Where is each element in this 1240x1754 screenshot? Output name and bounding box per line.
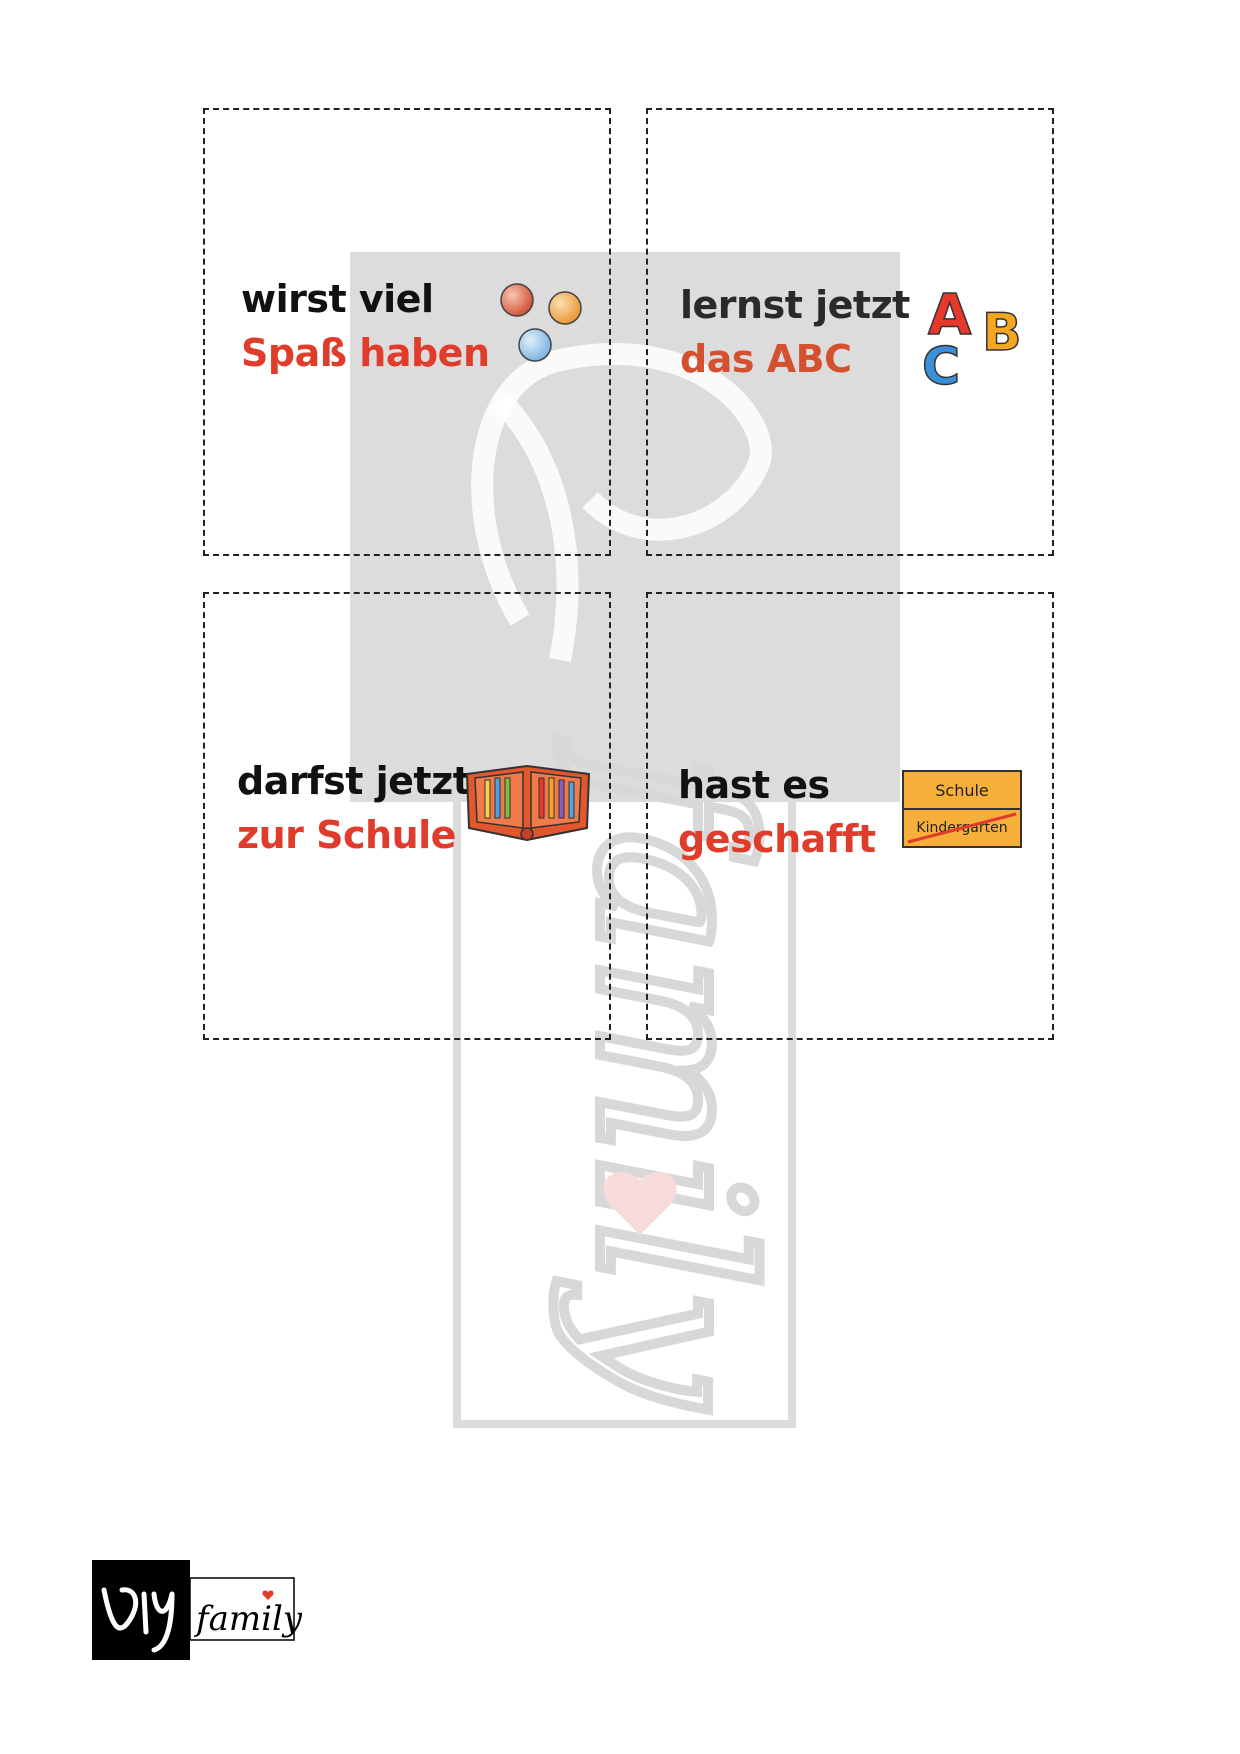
abc-letters-icon: A B C <box>921 282 1022 392</box>
card-3-line2: zur Schule <box>237 813 456 857</box>
card-das-abc: lernst jetzt das ABC A B C <box>646 108 1054 556</box>
letter-a: A <box>928 283 972 348</box>
town-sign-icon: Schule Kindergarten <box>902 770 1022 848</box>
logo-text: family <box>193 1599 302 1639</box>
watermark-heart-icon <box>603 1171 677 1235</box>
card-4-line2: geschafft <box>678 817 876 861</box>
pencil-case-icon <box>465 764 591 842</box>
sign-strike-line <box>907 812 1017 844</box>
card-2-line1: lernst jetzt <box>680 283 910 327</box>
card-zur-schule: darfst jetzt zur Schule <box>203 592 611 1040</box>
card-1-line1: wirst viel <box>241 277 434 321</box>
letter-c: C <box>922 337 960 392</box>
card-2-line2: das ABC <box>680 337 852 381</box>
colored-balls-icon <box>500 283 582 362</box>
diy-family-logo: family <box>92 1560 302 1660</box>
letter-b: B <box>982 303 1022 363</box>
card-geschafft: hast es geschafft Schule Kindergarten <box>646 592 1054 1040</box>
card-3-line1: darfst jetzt <box>237 759 471 803</box>
sign-top-label: Schule <box>904 772 1020 810</box>
card-4-line1: hast es <box>678 763 830 807</box>
card-1-line2: Spaß haben <box>241 331 490 375</box>
logo-heart-icon <box>262 1590 274 1600</box>
card-spass-haben: wirst viel Spaß haben <box>203 108 611 556</box>
